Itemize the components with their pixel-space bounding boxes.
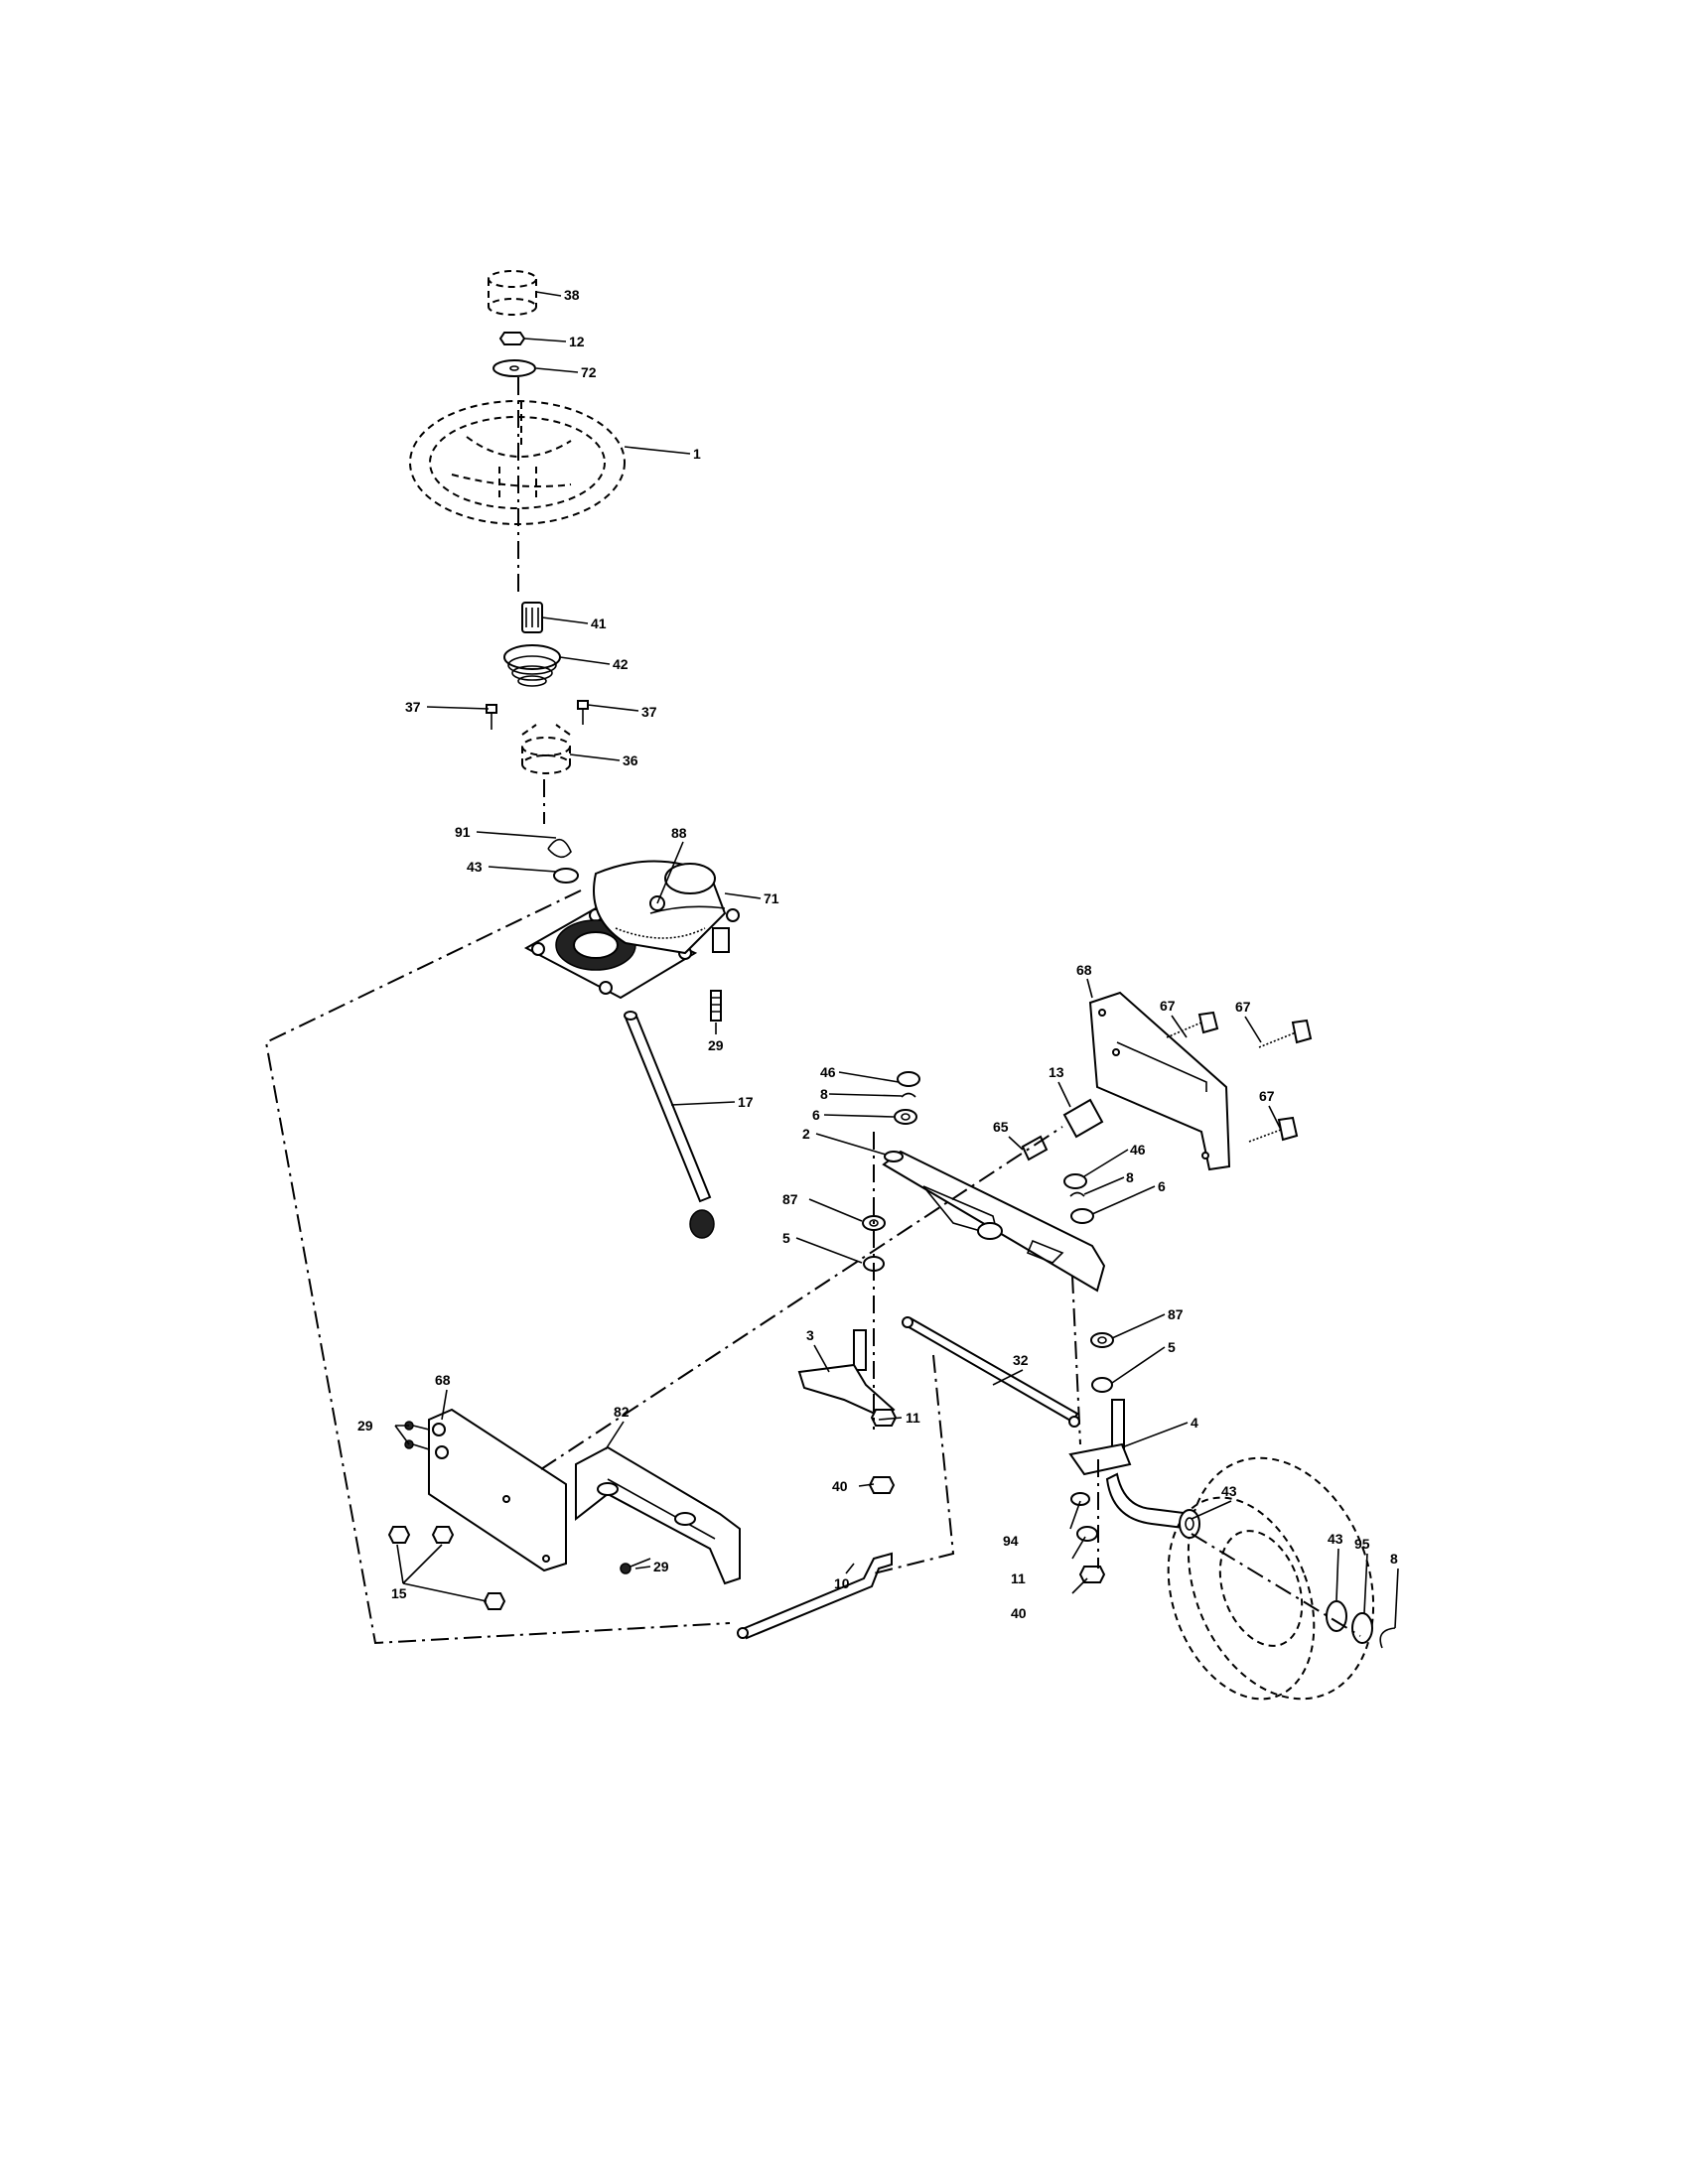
callout-67-b: 67 [1235,999,1251,1015]
callout-3: 3 [806,1327,814,1343]
right-spindle-part [1068,1399,1193,1531]
callout-46-right: 46 [1130,1142,1146,1158]
callout-43-wheel: 43 [1328,1531,1343,1547]
wheel-washer-c-part [1351,1612,1373,1644]
callout-8-left: 8 [820,1086,828,1102]
screw-right-part [577,700,589,725]
cap-b-part [1063,1173,1087,1189]
callout-36: 36 [623,752,638,768]
gear-bolt-part [710,990,722,1022]
lower-bracket-part [428,1408,567,1572]
callout-82: 82 [614,1404,630,1420]
callout-6-left: 6 [812,1107,820,1123]
callout-68-upper: 68 [1076,962,1092,978]
callout-87-left: 87 [782,1191,798,1207]
callout-1: 1 [693,446,701,462]
callout-15: 15 [391,1585,407,1601]
bracket-nut-c-part [483,1592,506,1610]
front-axle-part [882,1150,1106,1293]
washer-a-part [894,1109,917,1125]
steering-bushing-part [521,724,571,774]
bracket-nut-b-part [431,1526,455,1544]
spacer-c-part [1070,1492,1090,1506]
callout-2: 2 [802,1126,810,1142]
callout-40-right: 40 [1011,1605,1027,1621]
wheel-clip-part [1379,1627,1396,1649]
ring-b-part [1069,1191,1085,1197]
washer-d-part [1091,1377,1113,1393]
upper-bracket-part [1088,991,1231,1171]
bracket-bolt-c-part [620,1558,651,1574]
spring-clip-part [547,838,572,859]
sleeve-part [1062,1098,1104,1139]
steering-cap-part [488,270,537,316]
steering-shaft-part [624,1011,715,1239]
callout-8-right: 8 [1126,1169,1134,1185]
wheel-washer-a-part [1179,1509,1200,1539]
left-spindle-part [797,1329,896,1420]
callout-46-left: 46 [820,1064,836,1080]
callout-42: 42 [613,656,629,672]
callout-68-lower: 68 [435,1372,451,1388]
drag-link-part [902,1316,1080,1428]
callout-43-axle: 43 [1221,1483,1237,1499]
steering-bellows-part [503,644,561,687]
callout-29-lower-right: 29 [653,1559,669,1574]
steering-adapter-part [521,602,543,633]
callout-29-lower-left: 29 [357,1418,373,1433]
bracket-bolt-b-part [404,1439,430,1450]
steering-washer-part [492,359,536,377]
bracket-nut-a-part [387,1526,411,1544]
callout-41: 41 [591,615,607,631]
steering-nut-part [498,332,526,345]
callout-12: 12 [569,334,585,349]
callout-40-left: 40 [832,1478,848,1494]
nut-c-part [1078,1566,1106,1583]
callout-95: 95 [1354,1536,1370,1552]
callout-6-right: 6 [1158,1178,1166,1194]
callout-17: 17 [738,1094,754,1110]
support-bracket-part [575,1445,741,1585]
callout-72: 72 [581,364,597,380]
bolt-a-part [1166,1011,1219,1038]
bolt-b-part [1258,1019,1313,1048]
callout-94: 94 [1003,1533,1019,1549]
callout-71: 71 [764,890,779,906]
pin-part [1021,1135,1049,1161]
callout-13: 13 [1049,1064,1064,1080]
spacer-b-part [1090,1332,1114,1348]
callout-37-right: 37 [641,704,657,720]
front-wheel-part [1167,1456,1375,1701]
nut-a-part [870,1409,898,1427]
cap-a-part [897,1071,920,1087]
bolt-c-part [1248,1116,1299,1143]
nut-b-part [868,1476,896,1494]
tie-rod-part [737,1552,893,1640]
ring-a-part [901,1092,916,1098]
callout-87-right: 87 [1168,1306,1184,1322]
callout-11-right: 11 [1011,1570,1026,1586]
callout-43-gear: 43 [467,859,483,875]
callout-37-left: 37 [405,699,421,715]
callout-67-a: 67 [1160,998,1176,1014]
callout-88: 88 [671,825,687,841]
callout-29-gear: 29 [708,1037,724,1053]
washer-b-part [1070,1208,1094,1224]
callout-91: 91 [455,824,471,840]
callout-8-wheel: 8 [1390,1551,1398,1567]
callout-5-right: 5 [1168,1339,1176,1355]
callout-65: 65 [993,1119,1009,1135]
washer-e-part [1076,1526,1098,1542]
callout-67-c: 67 [1259,1088,1275,1104]
callout-4: 4 [1191,1415,1198,1431]
callout-38: 38 [564,287,580,303]
callout-11-left: 11 [906,1410,920,1426]
callout-5-left: 5 [782,1230,790,1246]
callout-32: 32 [1013,1352,1029,1368]
gear-washer-part [553,868,579,884]
steering-gear-assembly [523,860,740,1000]
callout-10: 10 [834,1575,850,1591]
